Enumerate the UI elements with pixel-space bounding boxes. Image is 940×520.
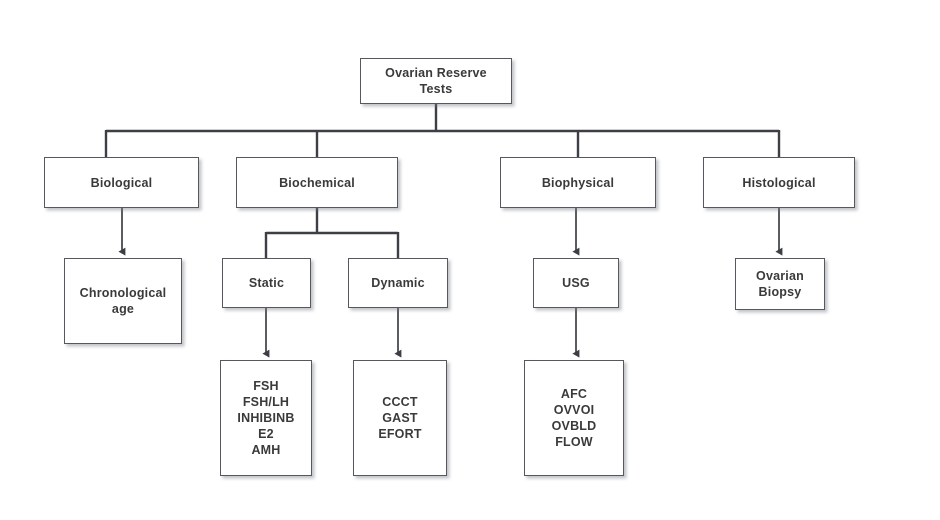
- node-biochemical[interactable]: Biochemical: [236, 157, 398, 208]
- arrow-connectors: [118, 208, 783, 358]
- node-label: Ovarian Reserve Tests: [385, 66, 487, 96]
- node-label: Dynamic: [371, 276, 425, 290]
- node-static-tests-list[interactable]: FSH FSH/LH INHIBINB E2 AMH: [220, 360, 312, 476]
- node-label: Biochemical: [279, 175, 355, 190]
- node-histological[interactable]: Histological: [703, 157, 855, 208]
- node-dynamic-tests-list[interactable]: CCCT GAST EFORT: [353, 360, 447, 476]
- node-label: Biological: [90, 175, 153, 190]
- node-label: Histological: [742, 175, 816, 190]
- node-usg-tests-list[interactable]: AFC OVVOI OVBLD FLOW: [524, 360, 624, 476]
- node-label: USG: [562, 276, 590, 290]
- node-label: Static: [248, 276, 285, 290]
- node-ovarian-biopsy[interactable]: Ovarian Biopsy: [735, 258, 825, 310]
- node-label: Chronological age: [79, 286, 167, 316]
- node-label: CCCT GAST EFORT: [378, 395, 422, 441]
- node-dynamic[interactable]: Dynamic: [348, 258, 448, 308]
- node-usg[interactable]: USG: [533, 258, 619, 308]
- node-label: AFC OVVOI OVBLD FLOW: [551, 387, 597, 449]
- node-chronological-age[interactable]: Chronological age: [64, 258, 182, 344]
- node-ovarian-reserve-tests[interactable]: Ovarian Reserve Tests: [360, 58, 512, 104]
- node-static[interactable]: Static: [222, 258, 311, 308]
- node-label: Ovarian Biopsy: [756, 269, 804, 299]
- node-label: Biophysical: [541, 175, 615, 190]
- node-biological[interactable]: Biological: [44, 157, 199, 208]
- root-branch-connectors: [104, 104, 781, 157]
- biochemical-branch-connectors: [264, 208, 400, 258]
- node-biophysical[interactable]: Biophysical: [500, 157, 656, 208]
- node-label: FSH FSH/LH INHIBINB E2 AMH: [237, 379, 295, 457]
